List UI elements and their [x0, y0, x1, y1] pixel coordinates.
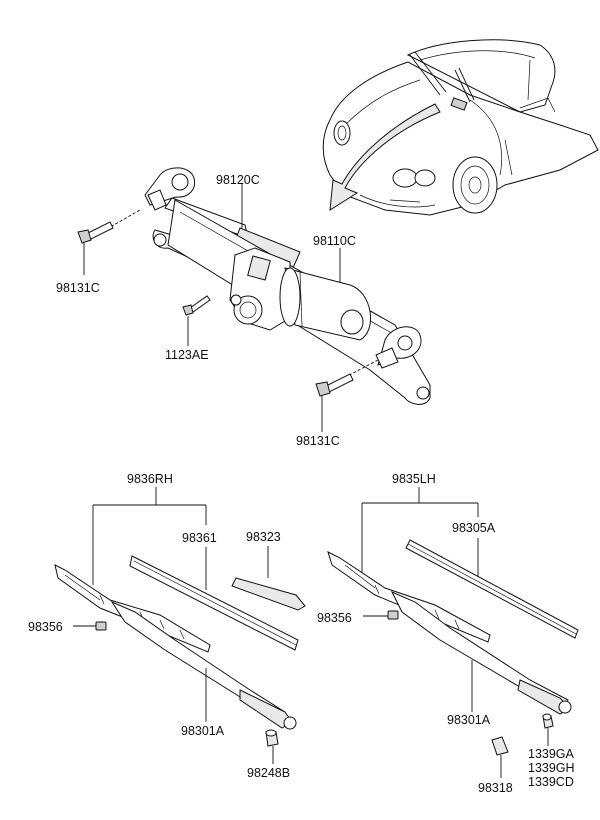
label-rh-cap: 98356 [28, 620, 63, 634]
bolt-right [315, 359, 379, 432]
label-lh-nut-1: 1339GA [528, 747, 575, 761]
label-motor: 98110C [313, 234, 356, 248]
label-linkage: 98120C [216, 173, 260, 187]
label-lh-cap2: 98318 [478, 781, 513, 795]
lh-wiper-assembly [327, 487, 579, 778]
label-screw: 1123AE [165, 348, 209, 362]
location-arrow [329, 103, 441, 211]
label-rh-blade: 98361 [182, 531, 217, 545]
wiper-linkage-assembly [144, 167, 431, 405]
label-lh-cap: 98356 [317, 611, 352, 625]
rh-wiper-assembly [54, 487, 306, 764]
label-lh-nut-2: 1339GH [528, 761, 575, 775]
bolt-left [77, 209, 141, 275]
label-rh-arm: 98301A [181, 724, 225, 738]
label-lh-refill: 98305A [452, 521, 496, 535]
car-illustration [322, 39, 599, 216]
screw [182, 295, 211, 346]
label-rh-nut: 98248B [247, 766, 290, 780]
label-rh-cover: 98323 [246, 530, 281, 544]
label-lh-nut-3: 1339CD [528, 775, 574, 789]
label-bolt-right: 98131C [296, 434, 340, 448]
label-rh-assembly: 9836RH [127, 472, 173, 486]
label-bolt-left: 98131C [56, 281, 100, 295]
label-lh-arm: 98301A [447, 713, 491, 727]
label-lh-assembly: 9835LH [392, 472, 436, 486]
